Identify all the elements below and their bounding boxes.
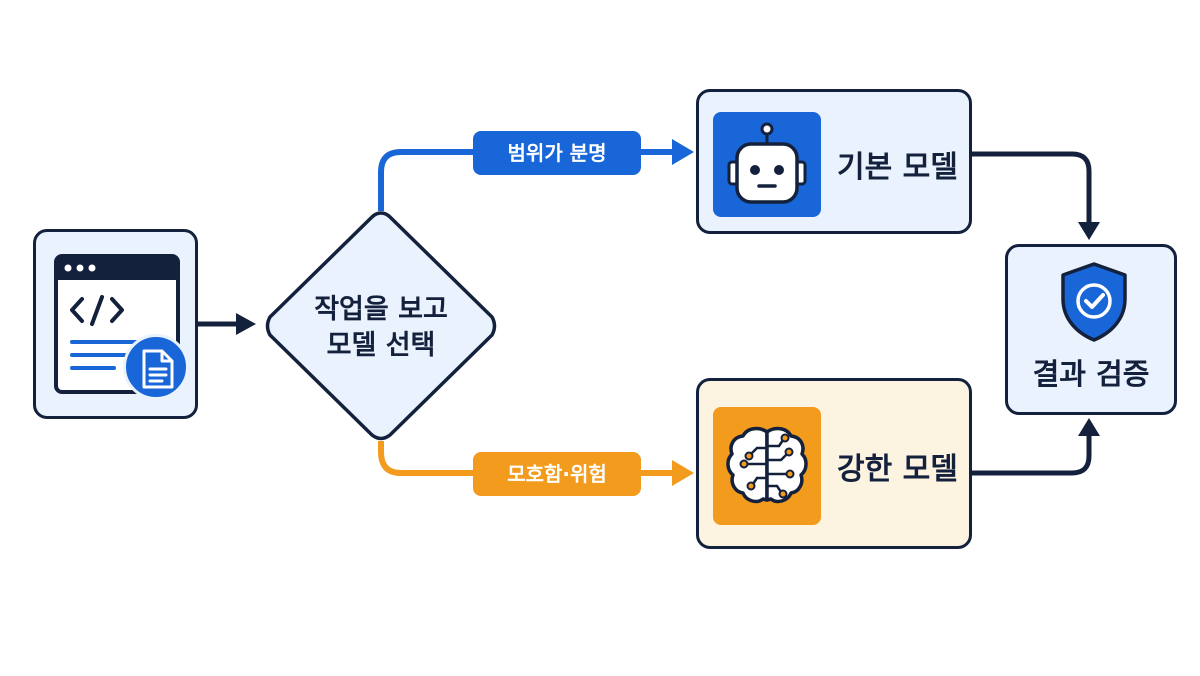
decision-label: 작업을 보고 모델 선택 — [262, 292, 500, 364]
brain-circuit-icon — [726, 426, 808, 504]
strong-model-icon-tile — [713, 407, 821, 525]
basic-model-icon-tile — [713, 112, 821, 217]
arrow-basic-to-verify — [972, 151, 1100, 240]
basic-model-label: 기본 모델 — [837, 150, 958, 185]
robot-icon — [727, 122, 807, 204]
decision-label-line2: 모델 선택 — [326, 330, 436, 361]
arrow-strong-to-verify — [972, 418, 1100, 476]
strong-model-card: 강한 모델 — [696, 378, 972, 549]
strong-model-label: 강한 모델 — [837, 452, 958, 487]
verify-result-card: 결과 검증 — [1005, 244, 1177, 415]
arrow-source-to-decision — [198, 313, 256, 335]
arrow-decision-to-basic-model — [378, 139, 694, 211]
basic-model-card: 기본 모델 — [696, 89, 972, 234]
branch-label-ambiguous-risky: 모호함·위험 — [473, 452, 641, 496]
decision-label-line1: 작업을 보고 — [314, 294, 448, 325]
shield-check-icon — [1061, 262, 1127, 342]
arrow-decision-to-strong-model — [378, 441, 694, 486]
document-icon — [123, 334, 189, 400]
branch-label-clear-scope: 범위가 분명 — [473, 131, 641, 175]
verify-result-label: 결과 검증 — [1032, 357, 1150, 391]
source-task-card — [33, 229, 198, 419]
decision-diamond — [265, 211, 497, 441]
